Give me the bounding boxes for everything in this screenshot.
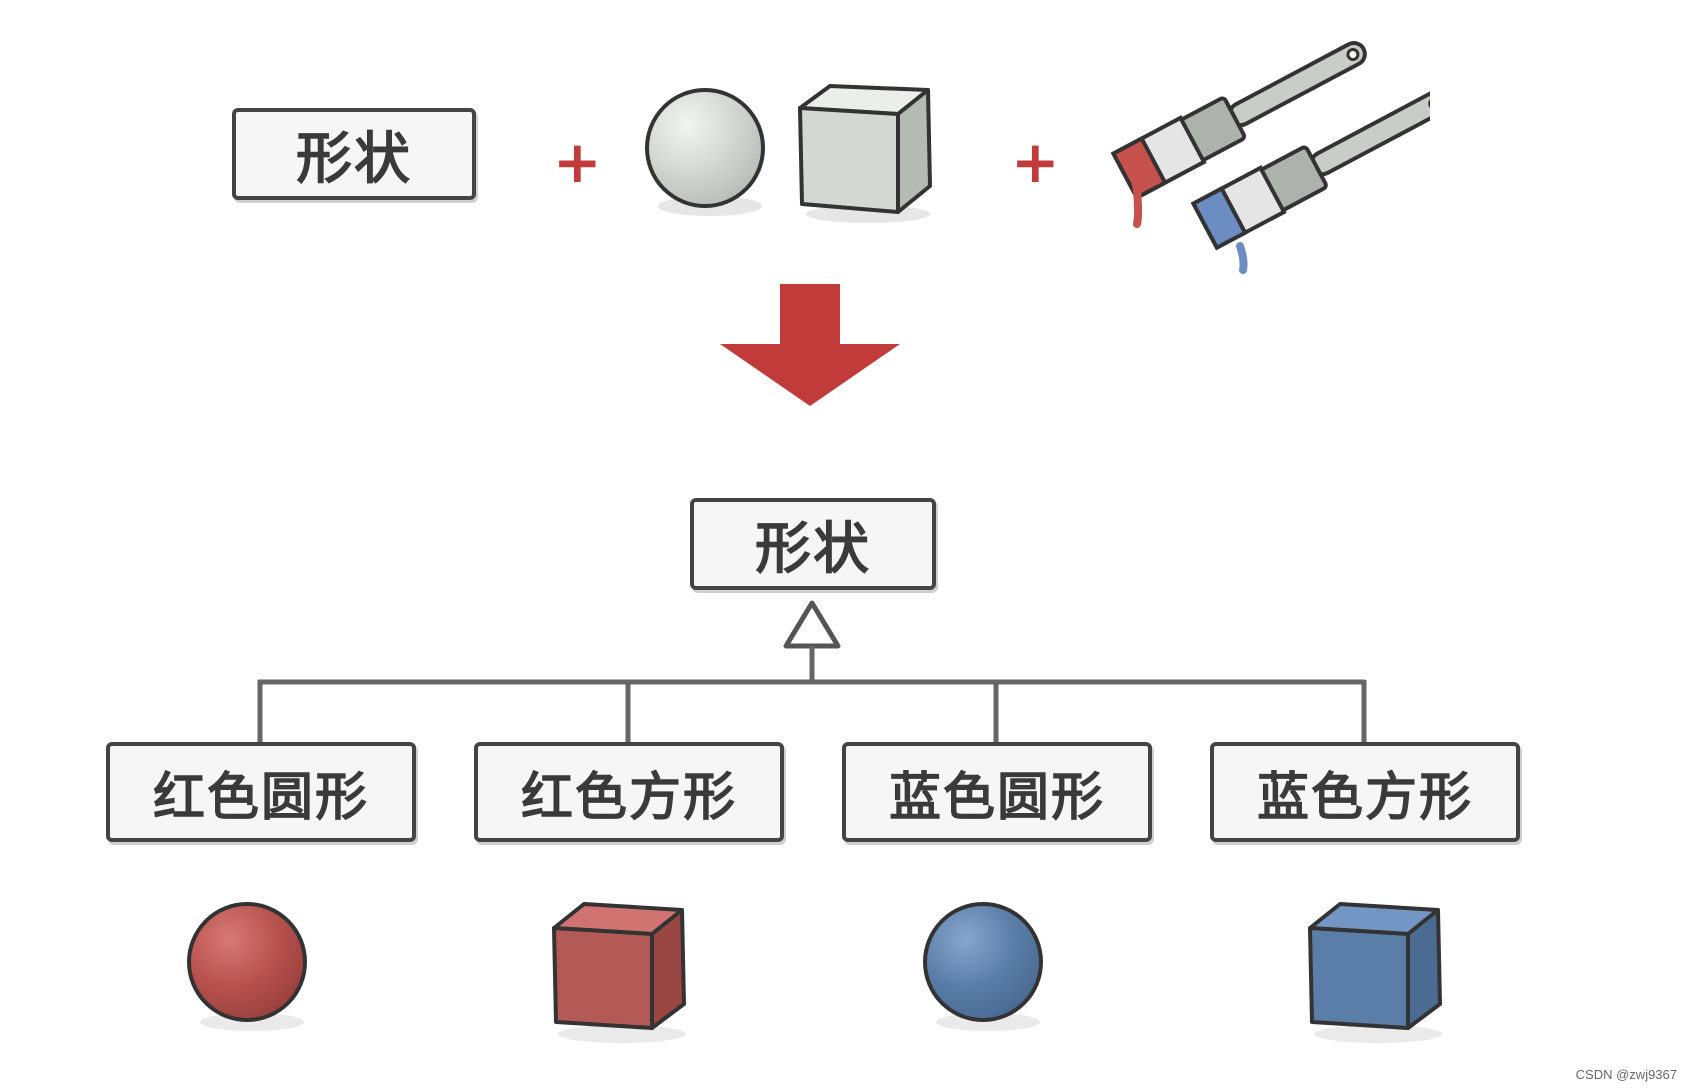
blue-sphere-icon — [923, 902, 1043, 1031]
shape-box-parent: 形状 — [690, 498, 936, 590]
plus-sign-1: + — [553, 128, 602, 196]
child-box-red-square: 红色方形 — [474, 742, 784, 842]
shape-box-top: 形状 — [232, 108, 476, 200]
red-sphere-icon — [187, 902, 307, 1031]
child-label-blue-circle: 蓝色圆形 — [888, 767, 1105, 828]
child-label-red-circle: 红色圆形 — [152, 767, 369, 828]
gray-cube-icon — [798, 84, 932, 223]
paint-brushes-icon — [1110, 41, 1430, 274]
child-label-blue-square: 蓝色方形 — [1256, 767, 1473, 828]
blue-cube-icon — [1308, 902, 1442, 1043]
plus-sign-2: + — [1011, 128, 1060, 196]
inheritance-triangle-icon — [783, 600, 841, 649]
child-box-blue-circle: 蓝色圆形 — [842, 742, 1152, 842]
red-cube-icon — [552, 902, 686, 1043]
child-label-red-square: 红色方形 — [520, 767, 737, 828]
parent-label: 形状 — [755, 516, 871, 582]
gray-sphere-icon — [645, 88, 765, 216]
watermark: CSDN @zwj9367 — [1575, 1067, 1677, 1082]
shape-label-top: 形状 — [296, 126, 412, 192]
child-box-red-circle: 红色圆形 — [106, 742, 416, 842]
child-box-blue-square: 蓝色方形 — [1210, 742, 1520, 842]
down-arrow-icon — [720, 284, 900, 406]
